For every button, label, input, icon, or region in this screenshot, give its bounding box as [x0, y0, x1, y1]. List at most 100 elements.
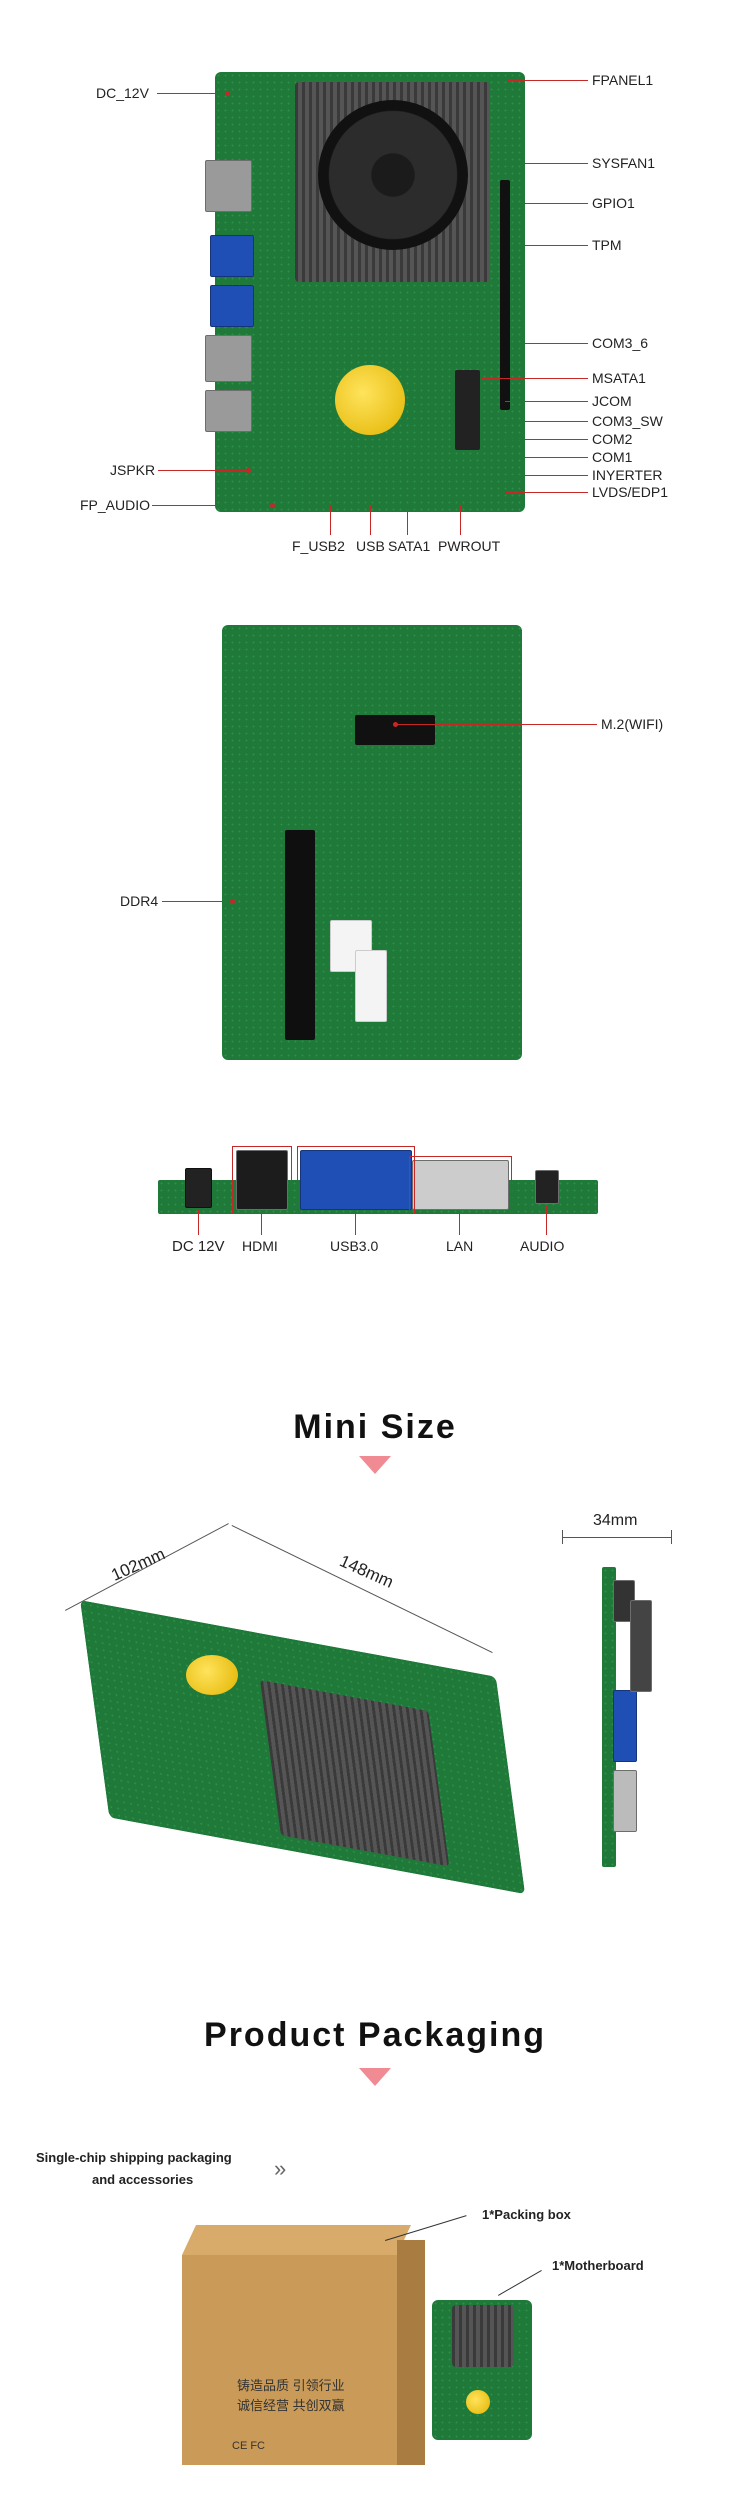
lan-port-top — [205, 160, 252, 212]
audio-jack-io — [535, 1170, 559, 1204]
packaging-heading: Product Packaging — [204, 2016, 546, 2054]
dimension-line-length — [231, 1525, 493, 1654]
callout-line — [158, 470, 248, 471]
callout-line — [515, 245, 588, 246]
callout-line — [505, 492, 588, 493]
packaging-intro-line2: and accessories — [92, 2172, 194, 2187]
label-io-dc-12v: DC 12V — [172, 1238, 225, 1255]
label-f-usb2: F_USB2 — [292, 538, 345, 554]
header-strip — [500, 180, 510, 410]
callout-line — [355, 1212, 356, 1235]
label-pwrout: PWROUT — [438, 538, 501, 554]
label-msata1: MSATA1 — [592, 370, 646, 386]
callout-line — [515, 163, 588, 164]
label-height-34mm: 34mm — [593, 1512, 638, 1529]
packaged-cmos-battery — [466, 2390, 490, 2414]
callout-line — [498, 2270, 542, 2296]
usb-port-top-1 — [210, 235, 254, 277]
label-io-audio: AUDIO — [520, 1238, 565, 1254]
packing-box-side — [397, 2240, 425, 2465]
label-com1: COM1 — [592, 449, 633, 465]
side-lan-stack — [613, 1770, 637, 1832]
label-jspkr: JSPKR — [110, 462, 156, 478]
usb-port-top-2 — [210, 285, 254, 327]
callout-line — [407, 505, 408, 535]
label-motherboard: 1*Motherboard — [552, 2258, 644, 2273]
dimension-line-height — [562, 1537, 672, 1538]
packing-box-top — [182, 2225, 411, 2255]
label-io-lan: LAN — [446, 1238, 474, 1254]
label-lvds-edp1: LVDS/EDP1 — [592, 484, 668, 500]
mini-size-heading: Mini Size — [293, 1408, 457, 1446]
m2-slot — [355, 715, 435, 745]
packaging-intro-line1: Single-chip shipping packaging — [36, 2150, 232, 2165]
label-dc-12v: DC_12V — [96, 85, 149, 101]
callout-line — [157, 93, 227, 94]
callout-line — [505, 457, 588, 458]
label-length-148mm: 148mm — [336, 1551, 397, 1592]
callout-line — [505, 421, 588, 422]
callout-dot — [246, 468, 251, 473]
packaged-heatsink — [452, 2305, 514, 2367]
box-text-line2: 诚信经营 共创双赢 — [237, 2398, 345, 2413]
callout-line — [395, 724, 597, 725]
callout-line — [370, 505, 371, 535]
callout-line — [261, 1212, 262, 1235]
hdmi-port-top — [205, 335, 252, 382]
label-inyerter: INYERTER — [592, 467, 663, 483]
callout-line — [508, 80, 588, 81]
box-cert-marks: CE FC — [232, 2440, 265, 2452]
packaged-motherboard — [432, 2300, 532, 2440]
label-jcom: JCOM — [592, 393, 632, 409]
label-width-102mm: 102mm — [108, 1544, 168, 1585]
cmos-battery — [335, 365, 405, 435]
callout-line — [482, 378, 588, 379]
callout-line — [505, 475, 588, 476]
callout-dot — [225, 91, 230, 96]
label-usb: USB — [356, 538, 385, 554]
label-fp-audio: FP_AUDIO — [80, 497, 151, 513]
side-usb-stack — [613, 1690, 637, 1762]
label-com2: COM2 — [592, 431, 633, 447]
heading-accent-triangle — [359, 1456, 391, 1474]
heading-accent-triangle — [359, 2068, 391, 2086]
callout-line — [546, 1205, 547, 1235]
label-io-usb30: USB3.0 — [330, 1238, 379, 1254]
label-tpm: TPM — [592, 237, 622, 253]
callout-line — [505, 439, 588, 440]
box-text-line1: 铸造品质 引领行业 — [237, 2378, 345, 2393]
callout-line — [460, 505, 461, 535]
callout-line — [152, 505, 272, 506]
callout-dot — [230, 899, 235, 904]
label-gpio1: GPIO1 — [592, 195, 635, 211]
label-io-hdmi: HDMI — [242, 1238, 278, 1254]
ddr4-slot — [285, 830, 315, 1040]
label-sata1: SATA1 — [388, 538, 431, 554]
label-sysfan1: SYSFAN1 — [592, 155, 656, 171]
dc-jack-top — [205, 390, 252, 432]
dimension-tick — [671, 1530, 672, 1544]
dc-jack-io — [185, 1168, 212, 1208]
callout-line — [162, 901, 232, 902]
callout-line — [198, 1210, 199, 1235]
hdmi-port-io — [236, 1150, 288, 1210]
callout-line — [459, 1212, 460, 1235]
msata-slot — [455, 370, 480, 450]
side-heatsink — [630, 1600, 652, 1692]
dimension-tick — [562, 1530, 563, 1544]
label-fpanel1: FPANEL1 — [592, 72, 654, 88]
callout-line — [505, 401, 588, 402]
label-ddr4: DDR4 — [120, 893, 159, 909]
callout-line — [512, 343, 588, 344]
cmos-battery-isometric — [186, 1655, 238, 1695]
chevron-icon: » — [274, 2156, 287, 2181]
callout-dot — [270, 503, 275, 508]
packing-box-front — [182, 2255, 397, 2465]
motherboard-side-view — [602, 1567, 616, 1867]
label-packing-box: 1*Packing box — [482, 2207, 571, 2222]
usb30-stack — [300, 1150, 412, 1210]
label-sticker — [355, 950, 387, 1022]
callout-line — [515, 203, 588, 204]
label-sticker — [330, 920, 372, 972]
label-m2-wifi: M.2(WIFI) — [601, 716, 664, 732]
